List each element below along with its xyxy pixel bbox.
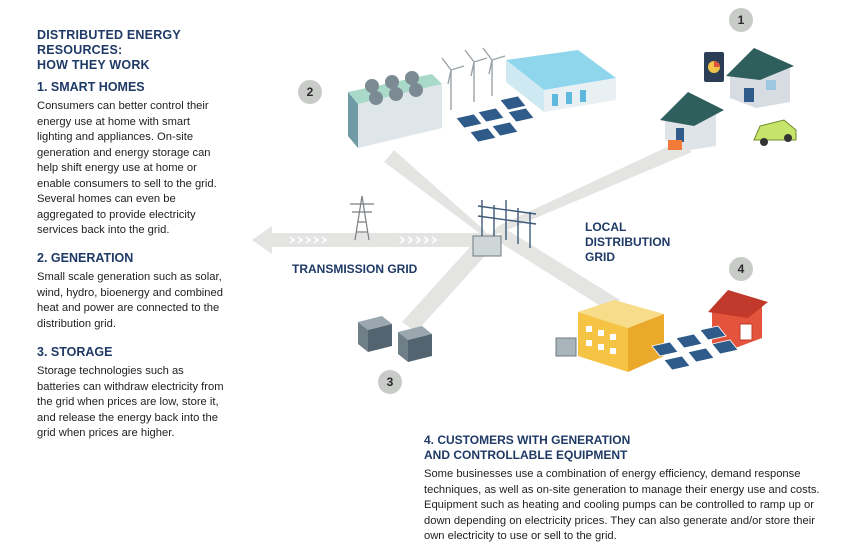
local-label-line-1: LOCAL: [585, 220, 627, 234]
solar-panel-icon: [455, 95, 535, 143]
hydro-dam-icon: [506, 50, 616, 112]
transmission-tower-icon: [350, 195, 374, 241]
section-body-smart-homes: Consumers can better control their energ…: [37, 100, 217, 236]
section-heading-generation: 2. GENERATION: [37, 251, 134, 265]
battery-storage-icon: [358, 316, 432, 362]
section-body-generation: Small scale generation such as solar, wi…: [37, 271, 223, 330]
badge-smart-homes: 1: [729, 8, 753, 32]
smartphone-icon: [704, 52, 724, 82]
flow-arrows: [289, 236, 438, 244]
section-heading-storage: 3. STORAGE: [37, 345, 113, 359]
section-body-storage: Storage technologies such as batteries c…: [37, 365, 224, 439]
barn-icon: [708, 290, 768, 350]
transmission-grid-label: TRANSMISSION GRID: [292, 262, 418, 276]
grid-roads: [252, 140, 692, 332]
solar-panel-icon: [651, 325, 739, 371]
wind-turbine-icon: [441, 47, 506, 110]
title-line-2: HOW THEY WORK: [37, 58, 150, 72]
smart-homes-icon: [660, 48, 794, 150]
customers-heading-line-2: AND CONTROLLABLE EQUIPMENT: [424, 448, 628, 462]
page-title: DISTRIBUTED ENERGY RESOURCES: HOW THEY W…: [37, 28, 267, 73]
customers-heading-line-1: 4. CUSTOMERS WITH GENERATION: [424, 433, 631, 447]
section-heading-customers: 4. CUSTOMERS WITH GENERATION AND CONTROL…: [424, 433, 684, 463]
section-heading-smart-homes: 1. SMART HOMES: [37, 80, 145, 94]
title-line-1: DISTRIBUTED ENERGY RESOURCES:: [37, 28, 181, 57]
substation-icon: [472, 200, 537, 257]
local-distribution-grid-label: LOCAL DISTRIBUTION GRID: [585, 220, 670, 265]
local-label-line-2: DISTRIBUTION: [585, 235, 671, 249]
badge-generation: 2: [298, 80, 322, 104]
business-building-icon: [555, 300, 664, 372]
section-body-customers: Some businesses use a combination of ene…: [424, 468, 820, 542]
electric-car-icon: [753, 119, 797, 146]
local-label-line-3: GRID: [585, 250, 615, 264]
generation-plant-icon: [348, 71, 442, 148]
badge-customers: 4: [729, 257, 753, 281]
badge-storage: 3: [378, 370, 402, 394]
